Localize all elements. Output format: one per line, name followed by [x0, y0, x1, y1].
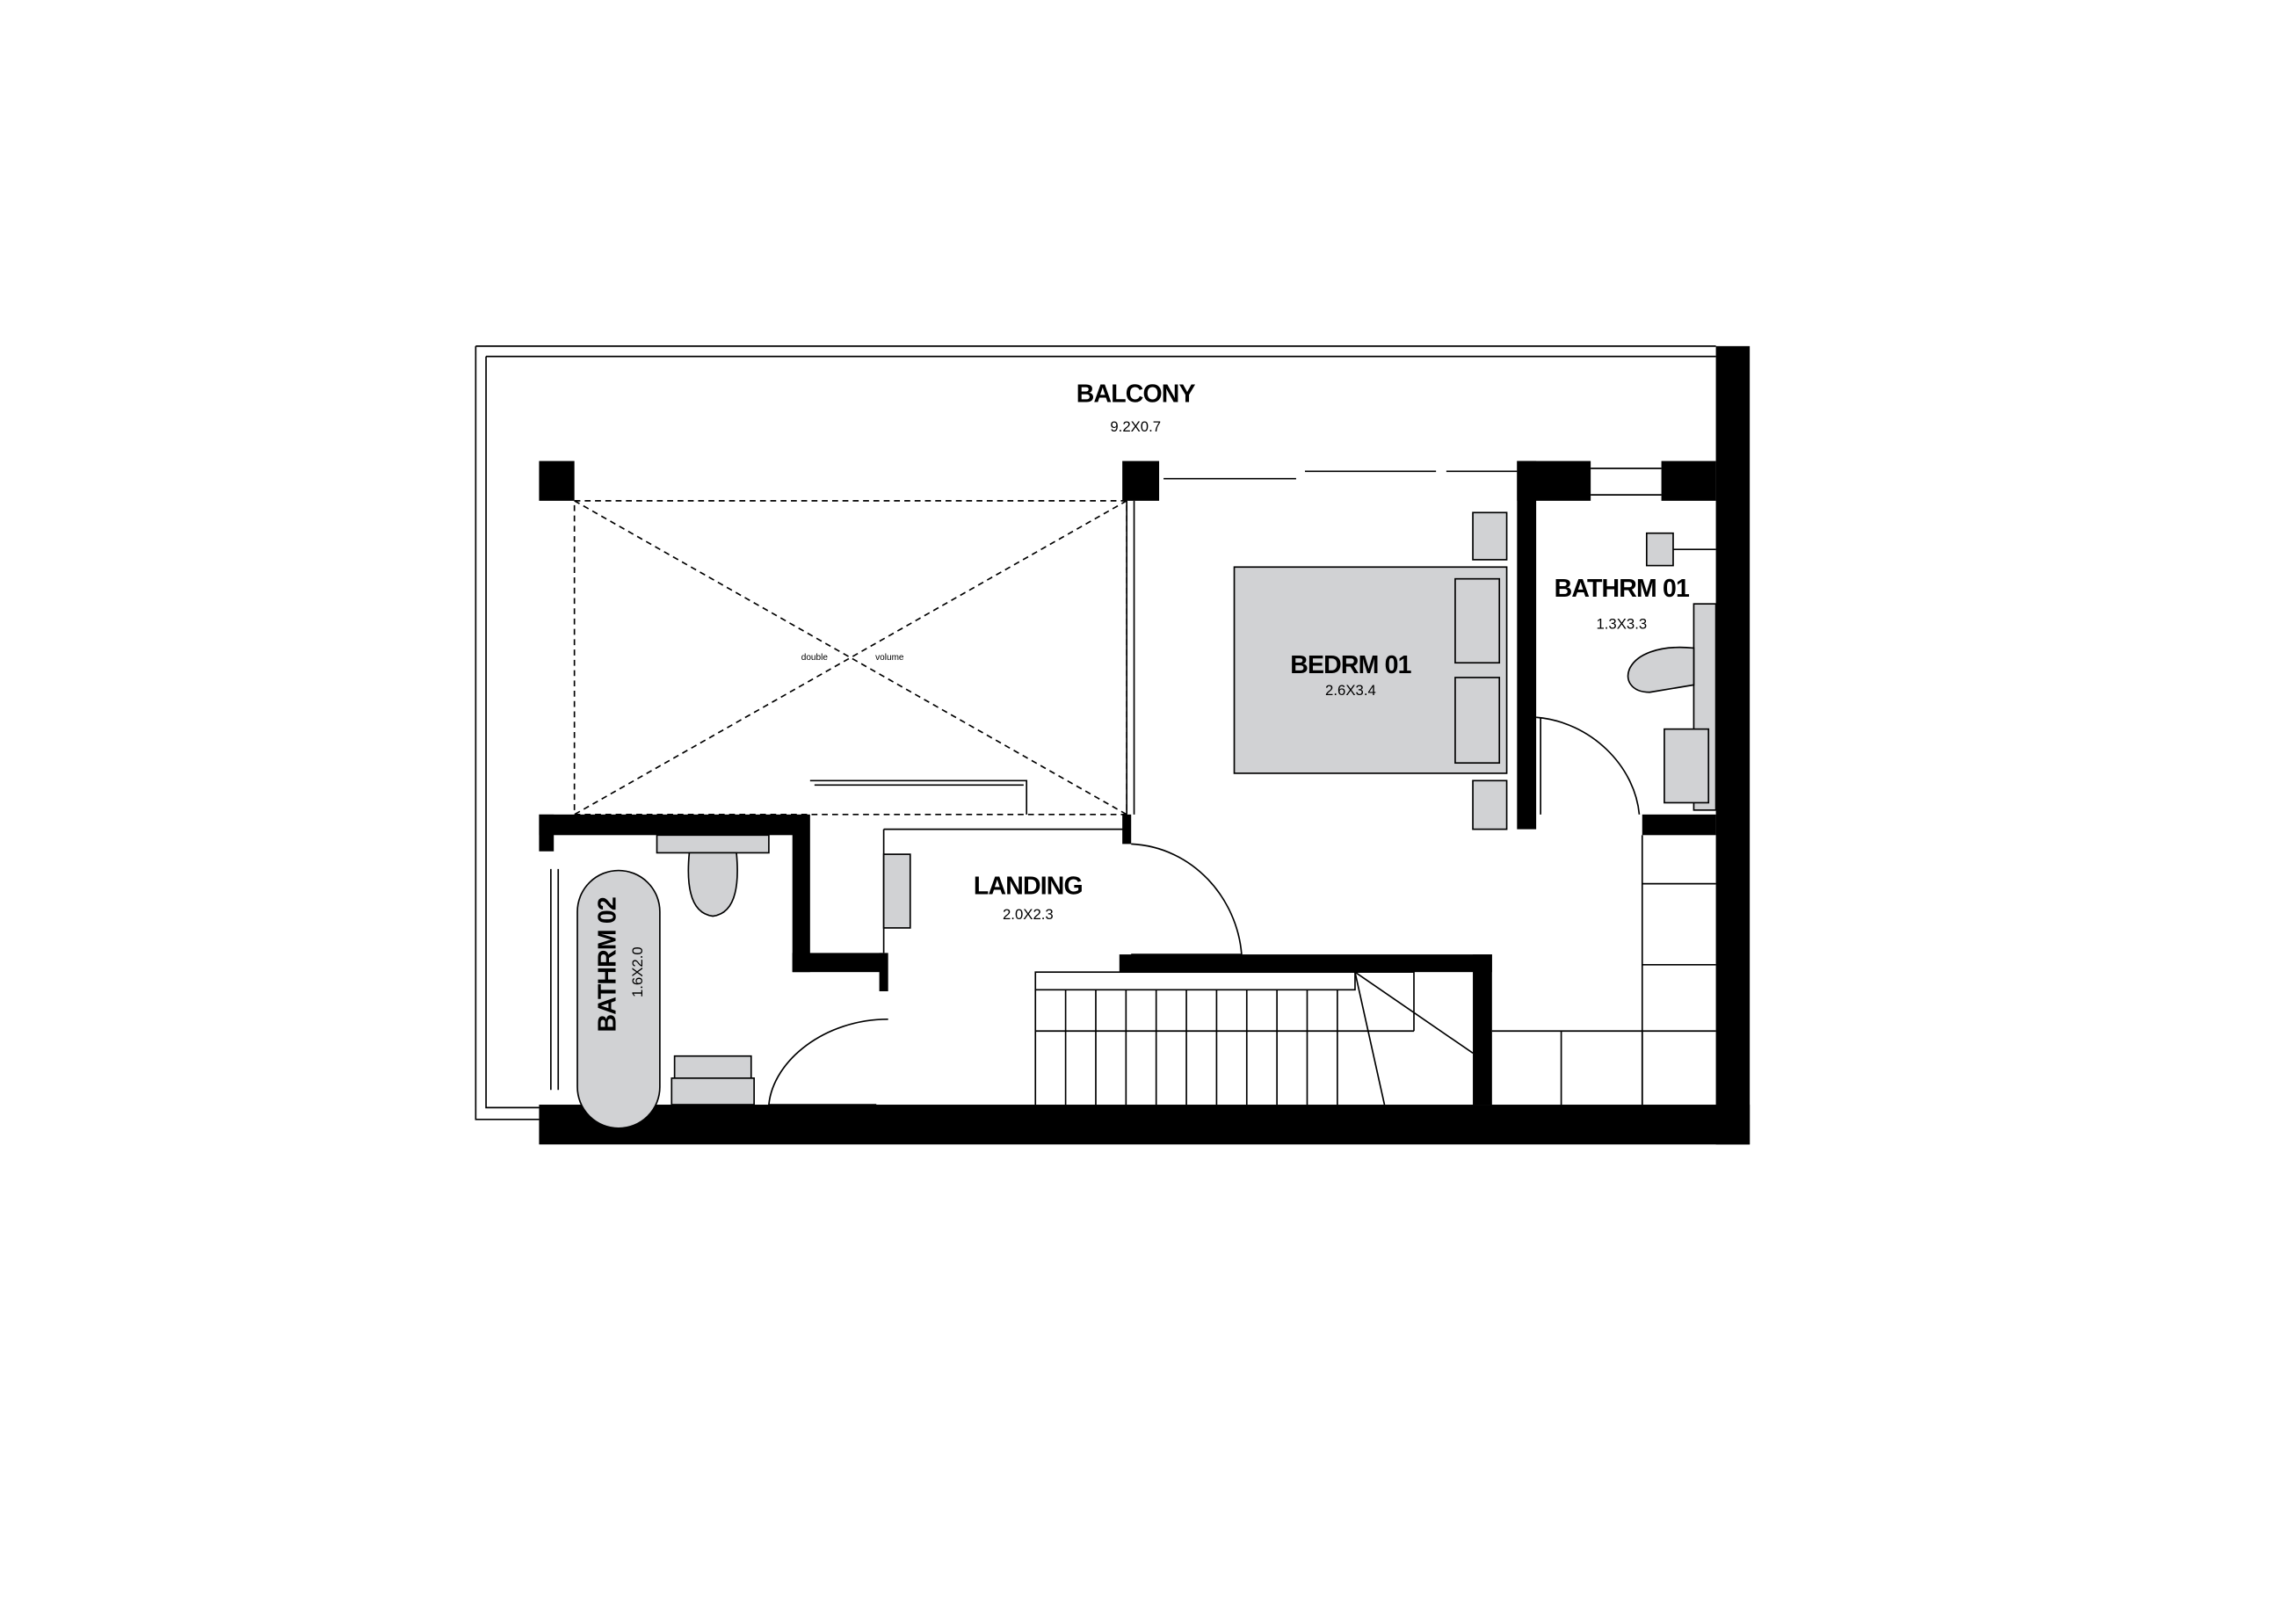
- windows: [550, 468, 1662, 1091]
- bathroom-01-fixtures: [1536, 532, 1717, 1106]
- room-size-bathroom-01: 1.3X3.3: [1596, 616, 1647, 633]
- pillow: [1454, 577, 1501, 664]
- room-size-landing: 2.0X2.3: [1003, 906, 1054, 923]
- walls: [539, 345, 1750, 1145]
- nightstand: [1472, 779, 1508, 830]
- pillow: [1454, 677, 1501, 765]
- bathroom-02-fixtures: [576, 834, 770, 1129]
- nightstand: [1472, 511, 1508, 561]
- room-size-balcony: 9.2X0.7: [1110, 418, 1161, 435]
- room-name-bathroom-02: BATHRM 02: [594, 897, 622, 1032]
- storage-lines: [1491, 1030, 1716, 1106]
- room-name-landing: LANDING: [974, 872, 1083, 900]
- room-name-balcony: BALCONY: [1076, 381, 1196, 409]
- staircase: [1034, 971, 1474, 1106]
- room-name-bathroom-01: BATHRM 01: [1555, 575, 1690, 603]
- void-label-double: double: [801, 653, 829, 663]
- bed: [1233, 566, 1508, 774]
- balcony-outline: [475, 345, 1716, 1120]
- double-volume-void: double volume: [573, 500, 1128, 816]
- desk-chair: [882, 853, 911, 929]
- room-name-bedroom-01: BEDRM 01: [1290, 651, 1411, 679]
- void-label-volume: volume: [875, 653, 904, 663]
- room-size-bathroom-02: 1.6X2.0: [629, 946, 646, 997]
- room-size-bedroom-01: 2.6X3.4: [1325, 682, 1376, 699]
- landing-fixtures: [767, 779, 1243, 1106]
